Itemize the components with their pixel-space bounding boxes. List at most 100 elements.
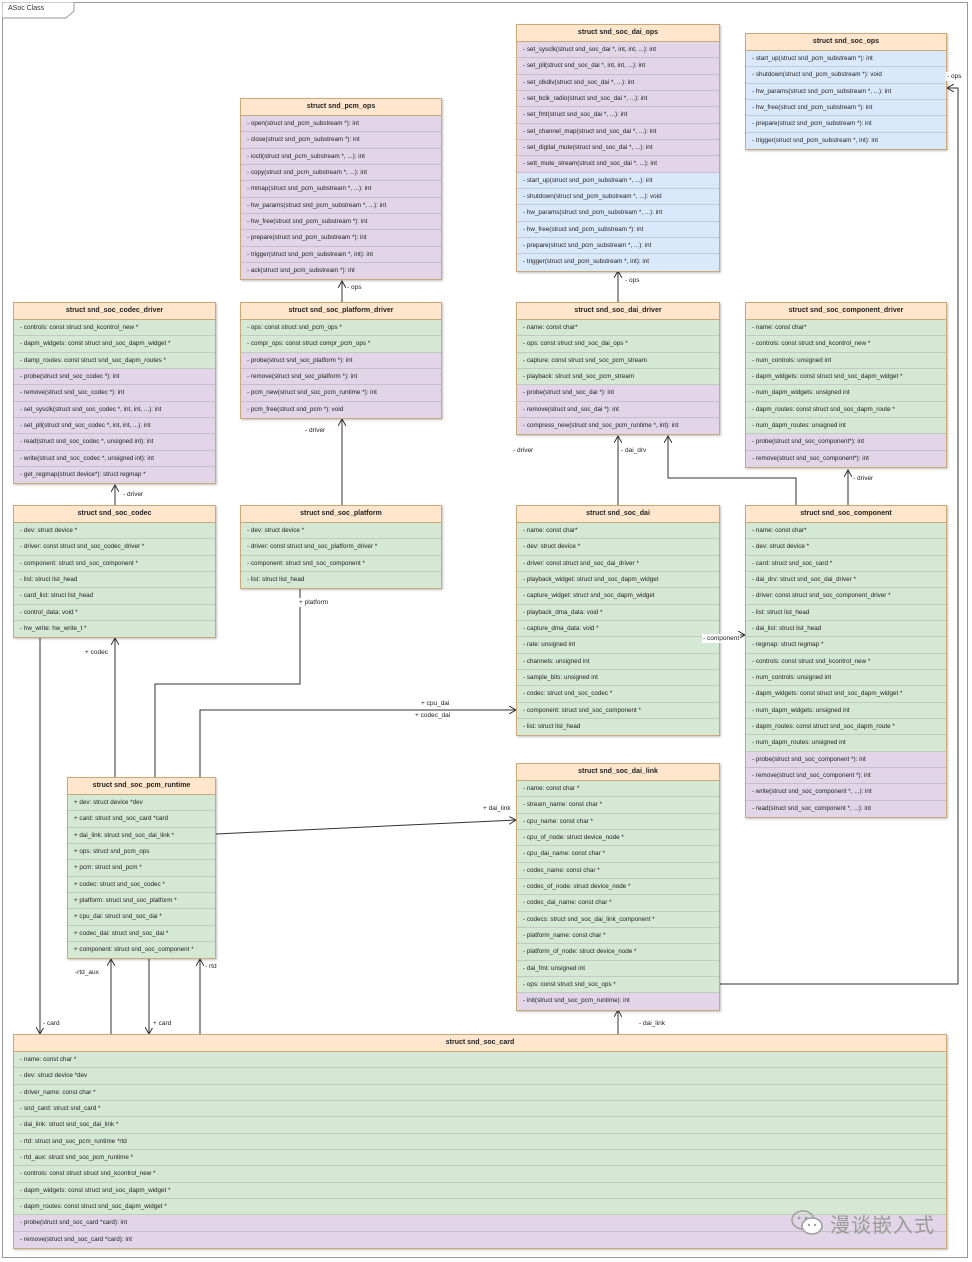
class-operation: - hw_params(struct snd_pcm_substream *, … [746, 83, 946, 100]
class-title: struct snd_soc_component [746, 506, 946, 523]
class-attribute: - num_dapm_widgets: unsigned int [746, 702, 946, 719]
class-attribute: - ops: const struct snd_soc_dai_ops * [517, 336, 719, 353]
class-title: struct snd_pcm_ops [241, 99, 441, 116]
class-operation: - pcm_free(struct snd_pcm *): void [241, 401, 441, 418]
class-attribute: - playback_widget: struct snd_soc_dapm_w… [517, 571, 719, 589]
class-box-snd-soc-pcm-runtime[interactable]: struct snd_soc_pcm_runtime+ dev: struct … [67, 777, 216, 960]
class-operation: - start_up(struct snd_pcm_substream *, .… [517, 172, 719, 189]
watermark: 漫谈嵌入式 [790, 1208, 935, 1238]
class-operation: - hw_free(struct snd_pcm_substream *): i… [517, 221, 719, 238]
class-operation: - prepare(struct snd_pcm_substream *): i… [241, 230, 441, 247]
class-box-snd-soc-ops[interactable]: struct snd_soc_ops- start_up(struct snd_… [745, 33, 947, 150]
class-title: struct snd_soc_platform_driver [241, 303, 441, 320]
class-attribute: - dev: struct device * [241, 523, 441, 540]
wechat-icon [791, 1210, 823, 1235]
class-operation: - probe(struct snd_soc_card *card): int [14, 1215, 946, 1232]
edge-label-rtd: - rtd [204, 962, 218, 971]
class-attribute: - dapm_widgets: const struct snd_soc_dap… [14, 1182, 946, 1199]
edge-rt-dai-link [215, 820, 516, 835]
class-operation: - set_pll(struct snd_soc_dai *, int, int… [517, 58, 719, 75]
class-operation: - set_pll(struct snd_soc_codec *, int, i… [14, 417, 215, 435]
class-box-snd-soc-codec-driver[interactable]: struct snd_soc_codec_driver- controls: c… [13, 302, 216, 485]
class-attribute: - dai_drv: struct snd_soc_dai_driver * [746, 571, 946, 589]
edge-label-card: + card [152, 1019, 173, 1028]
class-attribute: - dapm_widgets: const struct snd_soc_dap… [14, 336, 215, 353]
class-attribute: - compr_ops: const struct compr_pcm_ops … [241, 336, 441, 353]
class-title: struct snd_soc_ops [746, 34, 946, 51]
class-attribute: + codec_dai: struct snd_soc_dai * [68, 925, 215, 942]
class-attribute: - platform_name: const char * [517, 927, 719, 945]
class-operation: - remove(struct snd_soc_component *): in… [746, 767, 946, 785]
edge-label-rtd-aux: -rtd_aux [74, 968, 100, 977]
class-attribute: - dai_link: struct snd_soc_dai_link * [14, 1117, 946, 1134]
class-box-snd-soc-platform-driver[interactable]: struct snd_soc_platform_driver- ops: con… [240, 302, 442, 419]
edge-rt-dai [199, 710, 516, 778]
class-operation: - set_bclk_radio(struct snd_soc_dai *, .… [517, 90, 719, 108]
class-operation: - hw_free(struct snd_pcm_substream *): i… [241, 213, 441, 231]
class-title: struct snd_soc_dai [517, 506, 719, 523]
class-attribute: - sample_bits: unsigned int [517, 669, 719, 687]
class-attribute: + dev: struct device *dev [68, 795, 215, 812]
class-attribute: - cpu_name: const char * [517, 813, 719, 830]
class-attribute: - controls: const struct snd_kcontrol_ne… [746, 336, 946, 353]
class-attribute: - driver: const struct snd_soc_dai_drive… [517, 555, 719, 572]
class-attribute: - name: const char * [517, 781, 719, 798]
edge-label-dai-link: - dai_link [638, 1019, 667, 1028]
class-attribute: - playback_dma_data: void * [517, 604, 719, 621]
class-attribute: - control_data: void * [14, 604, 215, 621]
class-attribute: - name: const char* [517, 320, 719, 337]
class-attribute: - name: const char* [746, 320, 946, 337]
class-box-snd-soc-dai-driver[interactable]: struct snd_soc_dai_driver- name: const c… [516, 302, 720, 436]
edge-soc-ops [720, 88, 959, 985]
class-attribute: - num_controls: unsigned int [746, 352, 946, 369]
class-attribute: + codec: struct snd_soc_codec * [68, 876, 215, 893]
class-attribute: - capture: const struct snd_soc_pcm_stre… [517, 352, 719, 369]
class-operation: - set_clkdiv(struct snd_soc_dai *, ...):… [517, 74, 719, 91]
watermark-text: 漫谈嵌入式 [830, 1212, 935, 1237]
class-attribute: - dapm_widgets: const struct snd_soc_dap… [746, 368, 946, 386]
class-operation: - mmap(struct snd_pcm_substream *, ...):… [241, 181, 441, 198]
class-box-snd-soc-card[interactable]: struct snd_soc_card- name: const char *-… [13, 1034, 947, 1249]
edge-label-driver: - driver [122, 490, 145, 499]
edge-label-component: - component [702, 634, 741, 643]
class-attribute: - playback: struct snd_soc_pcm_stream [517, 368, 719, 386]
class-operation: - remove(struct snd_soc_codec *): int [14, 385, 215, 402]
class-title: struct snd_soc_pcm_runtime [68, 778, 215, 795]
edge-label-cpu-dai: + cpu_dai [420, 699, 451, 708]
class-box-snd-pcm-ops[interactable]: struct snd_pcm_ops- open(struct snd_pcm_… [240, 98, 442, 281]
class-attribute: - damp_routes: const struct snd_soc_dapm… [14, 352, 215, 369]
class-box-snd-soc-component-driver[interactable]: struct snd_soc_component_driver- name: c… [745, 302, 947, 468]
class-box-snd-soc-dai-ops[interactable]: struct snd_soc_dai_ops- set_sysclk(struc… [516, 24, 720, 272]
class-title: struct snd_soc_card [14, 1035, 946, 1052]
class-attribute: - card_list: struct list_head [14, 588, 215, 605]
class-attribute: - platform_of_node: struct device_node * [517, 944, 719, 961]
class-attribute: + platform: struct snd_soc_platform * [68, 892, 215, 910]
class-attribute: - dai_list: struct list_head [746, 620, 946, 638]
frame-tab: ASoc Class [2, 2, 75, 19]
class-box-snd-soc-dai-link[interactable]: struct snd_soc_dai_link- name: const cha… [516, 763, 720, 1011]
class-operation: - remove(struct snd_soc_component*): int [746, 450, 946, 467]
class-operation: - sett_mute_stream(struct snd_soc_dai *,… [517, 156, 719, 173]
class-box-snd-soc-codec[interactable]: struct snd_soc_codec- dev: struct device… [13, 505, 216, 639]
class-title: struct snd_soc_codec [14, 506, 215, 523]
class-attribute: - driver: const struct snd_soc_platform_… [241, 539, 441, 556]
class-box-snd-soc-platform[interactable]: struct snd_soc_platform- dev: struct dev… [240, 505, 442, 590]
class-box-snd-soc-dai[interactable]: struct snd_soc_dai- name: const char*- d… [516, 505, 720, 737]
class-attribute: - driver: const struct snd_soc_component… [746, 588, 946, 605]
class-attribute: - ops: const struct snd_pcm_ops * [241, 320, 441, 337]
class-attribute: - hw_write: hw_write_t * [14, 620, 215, 638]
class-operation: - write(struct snd_soc_component *, ...)… [746, 784, 946, 801]
class-attribute: - rtd_aux: struct snd_soc_pcm_runtime * [14, 1149, 946, 1167]
class-attribute: - list: struct list_head [14, 571, 215, 589]
class-attribute: - component: struct snd_soc_component * [517, 702, 719, 719]
class-operation: - hw_params(struct snd_pcm_substream *, … [241, 197, 441, 214]
edge-label-dai-link: + dai_link [482, 804, 512, 813]
class-operation: - probe(struct snd_soc_dai *): int [517, 385, 719, 402]
edge-label-card: - card [42, 1019, 61, 1028]
class-attribute: - ops: const struct snd_soc_ops * [517, 976, 719, 994]
class-operation: - copy(struct snd_pcm_substream *, ...):… [241, 164, 441, 182]
class-attribute: - component: struct snd_soc_component * [14, 555, 215, 572]
class-operation: - probe(struct snd_soc_component *): int [746, 751, 946, 768]
class-box-snd-soc-component[interactable]: struct snd_soc_component- name: const ch… [745, 505, 947, 818]
